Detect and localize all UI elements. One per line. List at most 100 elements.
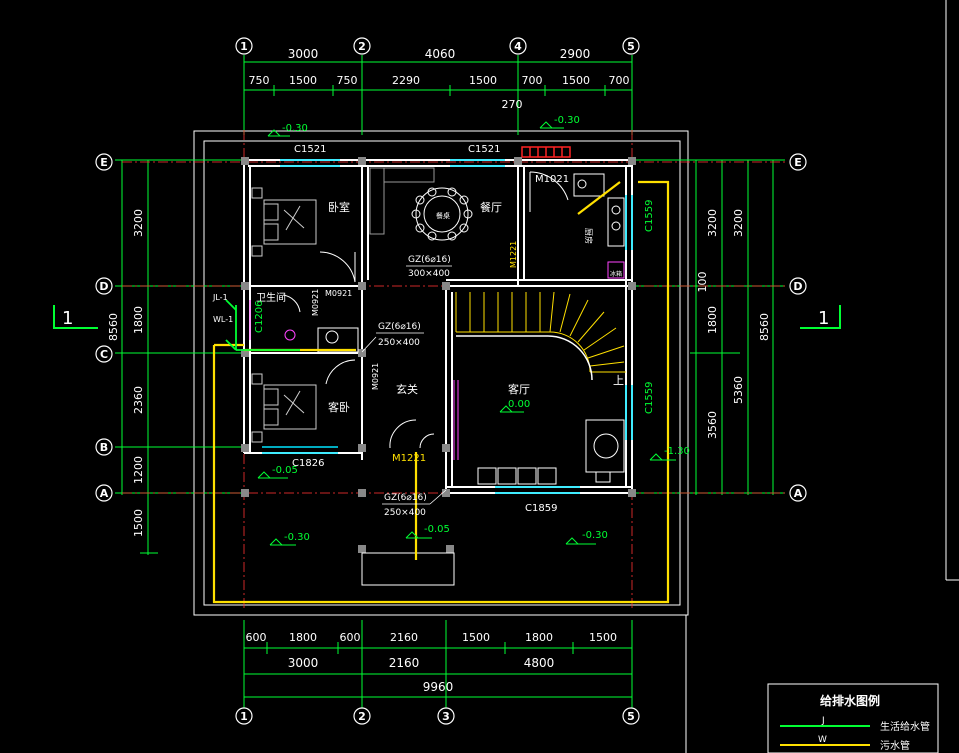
stair-rail <box>456 335 593 381</box>
axis-bubbles <box>95 37 807 725</box>
tag-c1859: C1859 <box>525 503 557 514</box>
dim-right-mid-1: 3200 <box>732 209 745 237</box>
axis-top-4: 5 <box>627 40 635 53</box>
dim-top-detail-1: 750 <box>249 74 270 87</box>
dim-top-detail-7: 1500 <box>562 74 590 87</box>
opening-tags: C1521 C1521 M1021 C1559 C1559 M0921 M092… <box>254 144 655 514</box>
dim-bottom-detail-1: 600 <box>246 631 267 644</box>
right-dimension-text: 3200 1800 3560 3200 5360 8560 100 <box>696 209 771 439</box>
tag-c1521-left: C1521 <box>294 144 326 155</box>
tag-m0921-c: M0921 <box>371 363 380 390</box>
room-foyer: 玄关 <box>396 382 418 396</box>
tag-c1826: C1826 <box>292 458 324 469</box>
structural-columns <box>241 157 636 553</box>
axis-left-4: B <box>100 441 108 454</box>
elev-top-right: -0.30 <box>554 115 580 126</box>
room-guest: 客卧 <box>328 400 350 414</box>
legend-drain-label: 污水管 <box>880 739 910 752</box>
elevation-text: -0.30 -0.30 0.00 -1.30 -0.05 -0.30 -0.05… <box>272 115 690 543</box>
legend-supply-code: J <box>821 716 825 726</box>
pipe-wl1: WL-1 <box>213 315 233 324</box>
room-bathroom: 卫生间 <box>256 291 286 304</box>
bottom-dimension-text: 600 1800 600 2160 1500 1800 1500 3000 21… <box>246 631 618 694</box>
axis-right-2: D <box>793 280 802 293</box>
legend-drain-code: W <box>818 735 827 745</box>
elev-right-side: -1.30 <box>664 446 690 457</box>
section-left-label: 1 <box>62 308 73 329</box>
kitchen-vent <box>521 146 571 158</box>
tag-c1559-right: C1559 <box>644 382 655 414</box>
gz1-size: 300×400 <box>408 269 450 279</box>
axis-top-1: 1 <box>240 40 248 53</box>
elevation-marks <box>257 121 676 546</box>
axis-bottom-1: 1 <box>240 710 248 723</box>
dim-top-detail-6: 700 <box>522 74 543 87</box>
bed-lower <box>251 373 317 443</box>
room-storage: 冰箱 <box>610 270 622 278</box>
elev-bottom-right: -0.30 <box>582 530 608 541</box>
gz3-title: GZ(6⌀16) <box>384 493 427 503</box>
dim-right-total: 8560 <box>758 313 771 341</box>
axis-bottom-3: 3 <box>442 710 450 723</box>
dim-right-mid-2: 5360 <box>732 376 745 404</box>
axis-top-3: 4 <box>514 40 522 53</box>
elev-living: 0.00 <box>508 399 530 410</box>
dim-right-detail-2: 1800 <box>706 306 719 334</box>
dim-bottom-detail-6: 1800 <box>525 631 553 644</box>
dim-left-detail-4: 1200 <box>132 456 145 484</box>
tag-c1559-top: C1559 <box>644 200 655 232</box>
bottom-dimension-lines <box>243 620 633 708</box>
dim-right-detail-3: 3560 <box>706 411 719 439</box>
elev-bottom-left-b: -0.30 <box>284 532 310 543</box>
note-leaders <box>361 265 452 505</box>
tag-m1221-vertical: M1221 <box>509 241 518 268</box>
gz1-title: GZ(6⌀16) <box>408 255 451 265</box>
elev-bottom-mid: -0.05 <box>424 524 450 535</box>
dim-top-detail-3: 750 <box>337 74 358 87</box>
dim-top-total-2: 4060 <box>425 47 456 61</box>
axis-grid <box>122 130 785 610</box>
pipe-tags: JL-1 WL-1 <box>212 293 233 324</box>
dim-bottom-detail-2: 1800 <box>289 631 317 644</box>
kitchen-fixtures <box>573 173 625 279</box>
tag-m1021: M1021 <box>535 174 569 185</box>
sofa-set <box>477 419 625 485</box>
legend-supply-label: 生活给水管 <box>880 720 930 733</box>
axis-top-2: 2 <box>358 40 366 53</box>
room-kitchen: 厨房 <box>584 228 594 244</box>
dim-top-extra: 270 <box>502 98 523 111</box>
axis-right-1: E <box>794 156 802 169</box>
gz2-title: GZ(6⌀16) <box>378 322 421 332</box>
dim-bottom-detail-7: 1500 <box>589 631 617 644</box>
section-mark-right <box>800 305 841 329</box>
door-swings <box>282 171 569 449</box>
dim-bottom-total: 9960 <box>423 680 454 694</box>
legend-title: 给排水图例 <box>820 693 880 708</box>
axis-left-3: C <box>100 348 108 361</box>
dim-top-detail-4: 2290 <box>392 74 420 87</box>
left-dimension-text: 3200 1800 2360 1200 1500 8560 <box>107 209 145 537</box>
dim-bottom-mid-3: 4800 <box>524 656 555 670</box>
axis-left-1: E <box>100 156 108 169</box>
dining-table <box>411 187 473 241</box>
bed-upper <box>251 187 317 257</box>
axis-bottom-4: 5 <box>627 710 635 723</box>
walls <box>243 159 633 494</box>
bathroom-fixtures <box>284 327 359 353</box>
dim-left-total: 8560 <box>107 313 120 341</box>
dim-top-detail-5: 1500 <box>469 74 497 87</box>
dim-top-detail-8: 700 <box>609 74 630 87</box>
axis-bottom-2: 2 <box>358 710 366 723</box>
entry-steps <box>361 552 455 586</box>
dim-left-detail-2: 1800 <box>132 306 145 334</box>
top-dimension-text: 3000 4060 2900 750 1500 750 2290 1500 70… <box>249 47 630 111</box>
dining-cabinet <box>369 167 435 235</box>
dim-right-extra: 100 <box>696 272 709 293</box>
room-living: 客厅 <box>508 382 530 396</box>
room-labels: 卧室 餐厅 厨房 卫生间 客卧 玄关 客厅 上 冰箱 <box>256 200 624 414</box>
dim-bottom-mid-2: 2160 <box>389 656 420 670</box>
elev-top-left: -0.30 <box>282 123 308 134</box>
room-stairs-up: 上 <box>613 374 624 387</box>
tag-m1221: M1221 <box>392 453 426 464</box>
tag-c1521-right: C1521 <box>468 144 500 155</box>
